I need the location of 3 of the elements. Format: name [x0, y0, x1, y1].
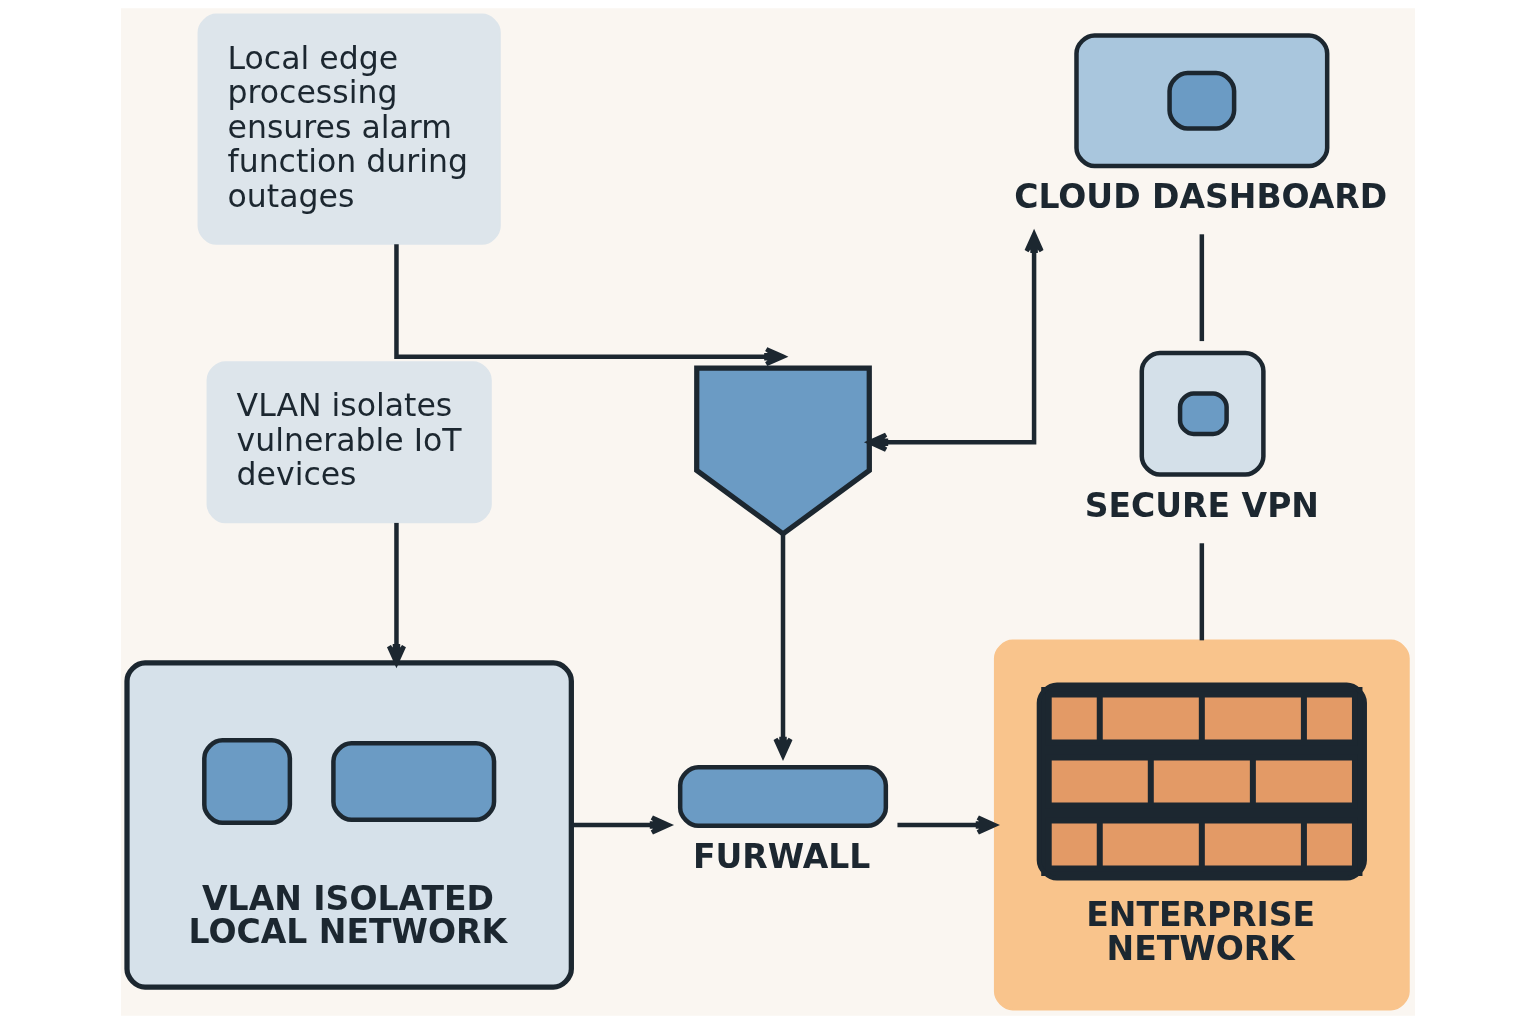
node-label: SECURE VPN: [1084, 485, 1319, 525]
node-label: CLOUD DASHBOARD: [1014, 177, 1388, 217]
node-label: FURWALL: [692, 836, 871, 876]
